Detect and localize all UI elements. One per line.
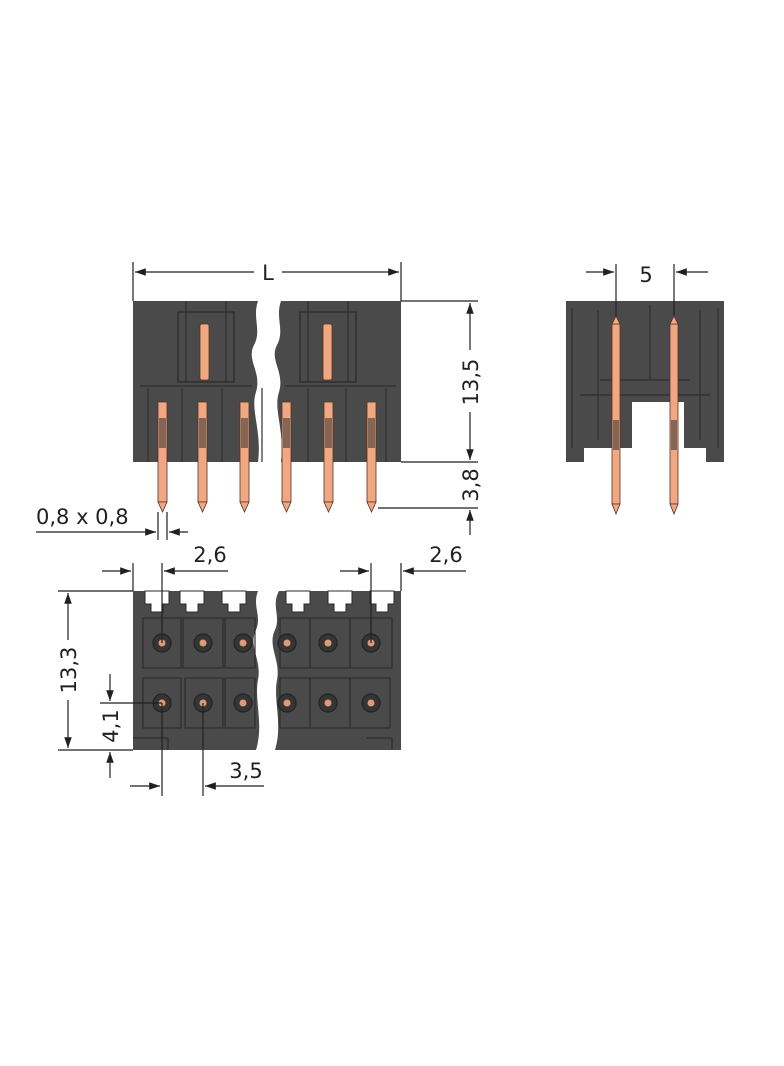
- dim-row-offset-label: 4,1: [99, 709, 123, 742]
- side-housing: [566, 301, 724, 462]
- upper-pin: [322, 323, 333, 381]
- dim-length-label: L: [262, 261, 274, 285]
- side-pin-left: [611, 315, 621, 516]
- upper-pin: [199, 323, 210, 381]
- bottom-housing-right: [272, 591, 401, 750]
- lower-pins: [157, 401, 377, 513]
- lower-pin-6: [366, 401, 377, 513]
- side-view: 5: [566, 263, 724, 516]
- lower-pin-3: [239, 401, 250, 513]
- dim-pin-section-label: 0,8 x 0,8: [36, 505, 129, 529]
- lower-pin-1: [157, 401, 168, 513]
- upper-slot-right: [299, 311, 357, 383]
- dim-height-label: 13,5: [459, 359, 483, 406]
- dim-pitch-label: 3,5: [229, 759, 262, 783]
- dim-edge-right-label: 2,6: [429, 543, 462, 567]
- bottom-view: 2,6 2,6 13,3 4,1 3,5: [57, 543, 466, 796]
- upper-slot-left: [177, 311, 235, 383]
- side-pin-right: [669, 315, 679, 516]
- bottom-housing-left: [133, 591, 260, 750]
- lower-pin-4: [281, 401, 292, 513]
- front-view: L 13,5 3,8 0,8 x 0,8: [36, 261, 483, 540]
- lower-pin-5: [323, 401, 334, 513]
- dim-edge-left-label: 2,6: [193, 543, 226, 567]
- lower-pin-2: [197, 401, 208, 513]
- bottom-holes: [152, 633, 381, 713]
- dim-depth-label: 13,3: [57, 647, 81, 694]
- dim-pitch-side-label: 5: [639, 263, 652, 287]
- dim-pin-length-label: 3,8: [459, 468, 483, 501]
